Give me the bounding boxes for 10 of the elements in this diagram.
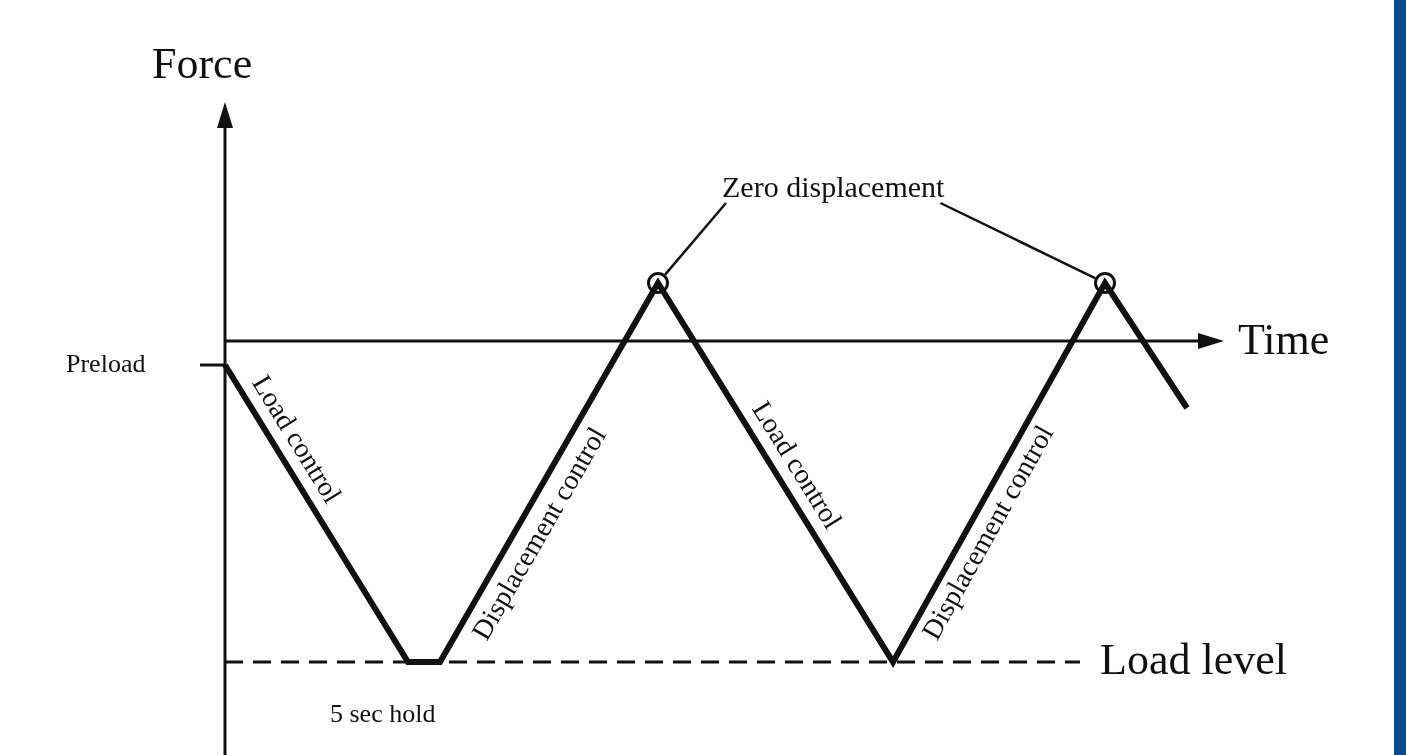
hold-label: 5 sec hold	[330, 700, 436, 729]
leader-line	[664, 202, 727, 276]
axis-label: Force	[152, 40, 253, 89]
axis-label: Time	[1238, 316, 1330, 365]
level-label: Preload	[66, 350, 146, 379]
point-marker-circle	[647, 272, 669, 294]
point-marker-circle	[1094, 272, 1116, 294]
level-label: Load level	[1100, 636, 1287, 685]
leader-line	[939, 201, 1096, 280]
annotation-text: Zero displacement	[722, 170, 945, 203]
